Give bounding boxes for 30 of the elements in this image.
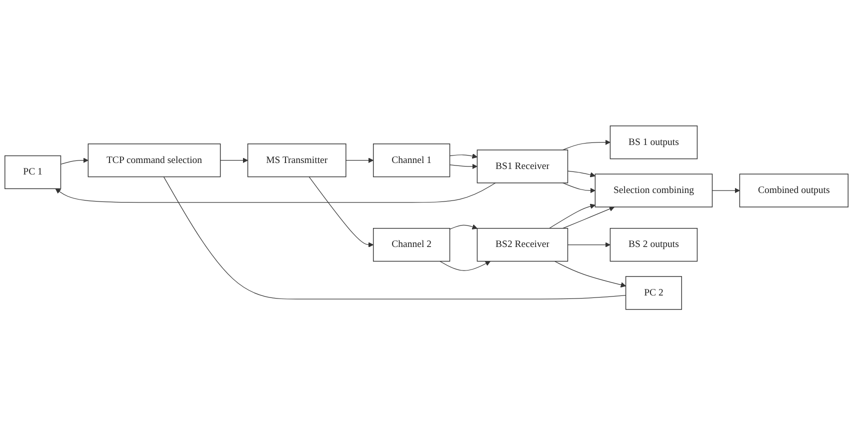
- node-box: TCP command selection: [88, 143, 221, 177]
- arrow: [449, 153, 478, 159]
- arrow: [449, 164, 478, 169]
- arrow: [567, 170, 596, 178]
- node-box: PC 2: [625, 276, 682, 310]
- arrow: [562, 140, 610, 150]
- node-box: BS1 Receiver: [476, 149, 568, 184]
- node-box: MS Transmitter: [247, 143, 346, 177]
- arrow: [554, 260, 626, 288]
- arrow: [308, 176, 374, 248]
- node-box: Combined outputs: [739, 174, 848, 208]
- node-box: Channel 1: [373, 143, 450, 177]
- node-box: PC 1: [4, 155, 62, 189]
- arrow: [220, 158, 248, 163]
- node-box: Selection combining: [594, 174, 713, 208]
- arrow: [60, 158, 88, 164]
- arrow: [712, 188, 740, 194]
- node-box: BS2 Receiver: [476, 228, 568, 262]
- node-box: Channel 2: [373, 228, 450, 262]
- node-box: BS 1 outputs: [610, 125, 698, 160]
- arrow: [346, 158, 374, 163]
- arrow: [440, 260, 491, 271]
- arrow: [562, 182, 596, 194]
- arrow: [55, 182, 496, 203]
- node-box: BS 2 outputs: [610, 228, 698, 262]
- arrow: [567, 242, 610, 248]
- arrow: [548, 204, 596, 228]
- arrow: [562, 206, 615, 228]
- connector: [163, 176, 626, 300]
- arrow: [449, 224, 478, 230]
